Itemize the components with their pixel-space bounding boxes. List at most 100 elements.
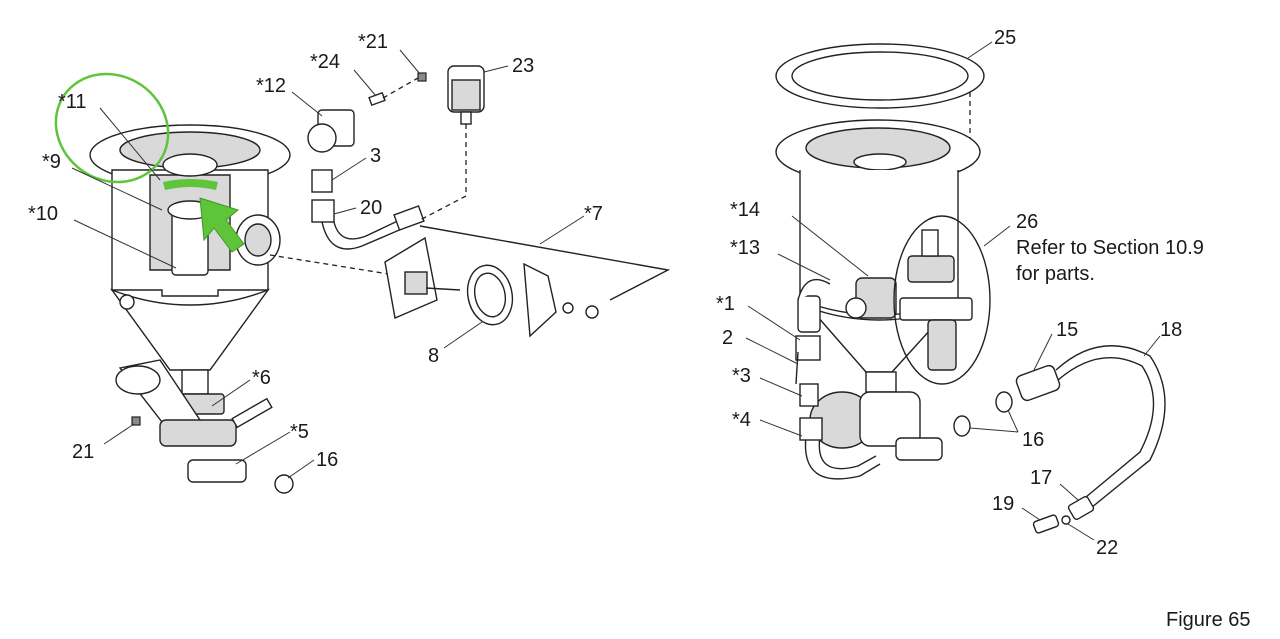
callout-18: 18	[1160, 319, 1182, 341]
right-outlet-coupling	[895, 437, 943, 461]
leader-3	[331, 157, 367, 181]
right-mixing-tee	[859, 391, 921, 447]
leader-3r	[759, 377, 803, 397]
left-hose-end-fitting	[393, 205, 425, 231]
highlight-ellipse	[54, 72, 170, 184]
left-valve-handle	[231, 397, 273, 429]
left-fitting-24	[368, 91, 386, 107]
right-hose-end-17	[1067, 495, 1095, 521]
left-vessel-port	[119, 294, 135, 310]
leader-4	[759, 419, 803, 437]
right-elbow-13	[797, 278, 831, 301]
leader-13	[777, 253, 831, 281]
leader-26	[983, 225, 1011, 247]
right-riser-1	[797, 295, 821, 333]
callout-2: 2	[722, 327, 733, 349]
callout-16-right: 16	[1022, 429, 1044, 451]
callout-9: *9	[42, 151, 61, 173]
callout-24: *24	[310, 51, 340, 73]
callout-8: 8	[428, 345, 439, 367]
leader-7	[539, 215, 585, 245]
left-hose-20	[321, 221, 405, 250]
right-hose-18	[1055, 345, 1166, 513]
left-vessel-cone	[110, 288, 270, 371]
left-leaders	[71, 49, 585, 479]
leader-11	[99, 107, 161, 181]
callout-13: *13	[730, 237, 760, 259]
left-nut	[585, 305, 599, 319]
leader-21a	[399, 49, 421, 75]
right-hose-18-edge	[1057, 356, 1155, 503]
callout-11: *11	[58, 91, 87, 113]
leader-17	[1059, 483, 1079, 501]
callout-20: 20	[360, 197, 382, 219]
callout-5: *5	[290, 421, 309, 443]
callout-10: *10	[28, 203, 58, 225]
leader-2	[745, 337, 799, 365]
leader-14	[791, 215, 869, 277]
callout-1: *1	[716, 293, 735, 315]
left-dash-filter	[419, 124, 467, 221]
leader-5	[235, 431, 291, 465]
callout-12: *12	[256, 75, 286, 97]
leader-21b	[103, 423, 135, 445]
left-kit-bracket	[419, 225, 671, 301]
left-door-bolt	[425, 287, 461, 291]
arrow-icon	[199, 197, 245, 253]
right-solenoid	[907, 255, 955, 283]
left-door-gasket-8	[466, 264, 514, 326]
leader-8	[443, 321, 483, 349]
highlight-seat	[163, 179, 218, 190]
right-gasket-25	[775, 43, 985, 109]
left-outlet-coupling	[115, 365, 161, 395]
right-valve-handle	[795, 351, 799, 385]
leader-18	[1143, 335, 1161, 357]
left-gasket-inner	[473, 272, 507, 318]
left-door-clamp	[523, 262, 557, 338]
leader-1	[747, 305, 801, 341]
leader-20	[333, 207, 357, 215]
right-solenoid-stem	[921, 229, 939, 257]
callout-26: 26	[1016, 211, 1038, 233]
left-bottom-nipple	[181, 369, 209, 395]
right-gasket-inner	[791, 51, 969, 101]
right-nipple-3	[799, 383, 819, 407]
note-line-2: for parts.	[1016, 263, 1095, 285]
left-dash-24-21	[382, 77, 419, 99]
callout-22: 22	[1096, 537, 1118, 559]
leader-12	[291, 91, 323, 117]
right-assembly: 25 *14 *13 26 Refer to Section 10.9 for …	[716, 27, 1204, 559]
left-filter-stem	[460, 111, 472, 125]
callout-3: 3	[370, 145, 381, 167]
callout-3-right: *3	[732, 365, 751, 387]
callout-6: *6	[252, 367, 271, 389]
leader-16a	[287, 459, 315, 479]
right-air-hose-edge	[818, 435, 877, 470]
left-exhaust-elbow	[307, 123, 337, 153]
callout-7: *7	[584, 203, 603, 225]
leader-22	[1067, 523, 1095, 541]
leader-23	[483, 65, 509, 73]
note-line-1: Refer to Section 10.9	[1016, 237, 1204, 259]
left-pop-up-valve	[162, 153, 218, 177]
right-coupling-15	[1015, 364, 1061, 402]
leader-25	[967, 41, 993, 59]
figure-caption: Figure 65	[1166, 609, 1251, 631]
leader-24	[353, 69, 377, 97]
callout-21-bottom: 21	[72, 441, 94, 463]
left-inlet-bore	[244, 223, 272, 257]
right-hose-gasket	[995, 391, 1013, 413]
right-hose-fitting-4	[799, 417, 823, 441]
right-control-enclosure	[893, 215, 991, 385]
callout-19: 19	[992, 493, 1014, 515]
leader-16c	[969, 427, 1019, 433]
right-pop-up-valve	[853, 153, 907, 171]
left-outlet-hose-coupling	[187, 459, 247, 483]
leader-15	[1033, 333, 1053, 371]
leader-19	[1021, 507, 1041, 521]
left-small-fitting	[131, 416, 141, 426]
leader-16b	[1007, 409, 1019, 433]
left-filter-element	[451, 79, 481, 111]
right-washer-22	[1061, 515, 1071, 525]
